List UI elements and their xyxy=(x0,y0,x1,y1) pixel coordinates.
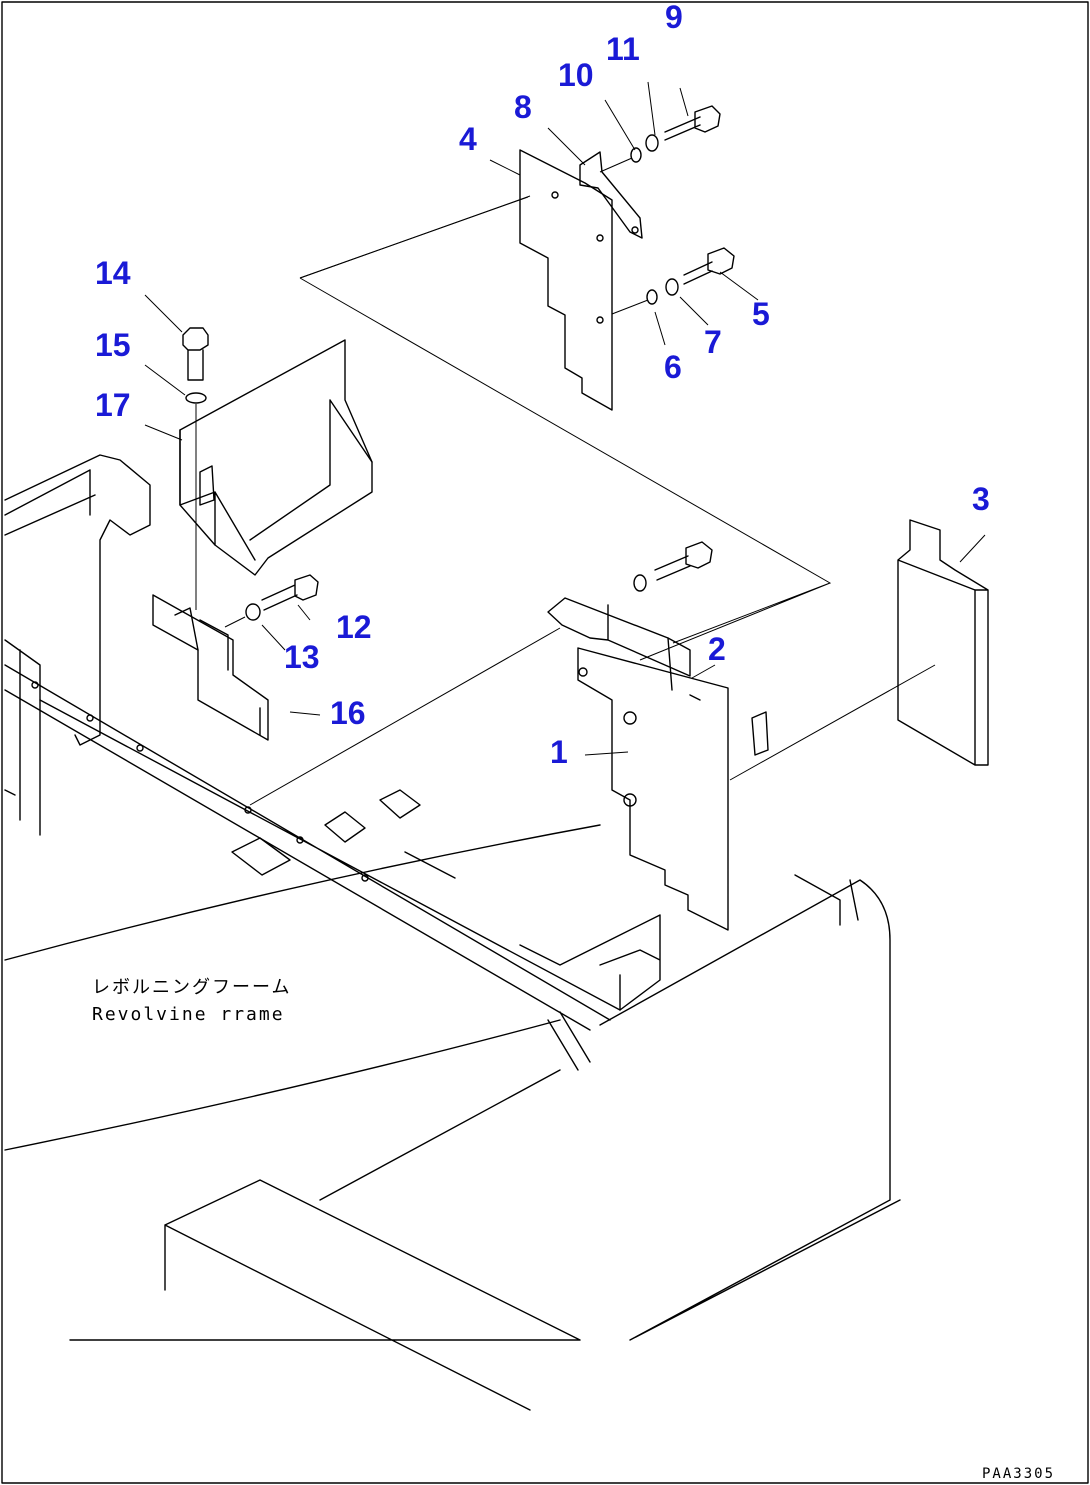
bolt-14 xyxy=(182,327,209,381)
part-1-slot xyxy=(689,694,701,701)
bolt-12 xyxy=(261,574,319,611)
frame-outline xyxy=(4,824,901,1411)
callout-4: 4 xyxy=(459,121,477,157)
washer-11 xyxy=(645,134,659,152)
part-8-bracket xyxy=(579,151,643,239)
callout-8: 8 xyxy=(514,89,532,125)
washer-15 xyxy=(185,392,207,404)
part-2-clip xyxy=(751,711,769,756)
part-4-plate xyxy=(519,149,613,411)
rail-hole xyxy=(31,681,39,689)
part-3-panel xyxy=(897,519,989,766)
callout-14: 14 xyxy=(95,255,131,291)
part-4-hole xyxy=(551,191,559,199)
axis-line xyxy=(599,157,633,173)
washer-6 xyxy=(646,289,658,305)
part-17-bracket xyxy=(179,339,373,576)
callout-2: 2 xyxy=(708,631,726,667)
bolt-9-shaft xyxy=(664,116,701,141)
part-1-bolt xyxy=(654,541,713,581)
part-4-hole xyxy=(596,234,604,242)
part-17-detail xyxy=(179,399,373,561)
rail-hole xyxy=(244,806,252,814)
part-4-hole xyxy=(596,316,604,324)
bolt-5-head xyxy=(707,247,735,275)
callout-11: 11 xyxy=(606,31,640,67)
washer-10 xyxy=(630,147,642,163)
leader-lines xyxy=(144,81,986,756)
callout-16: 16 xyxy=(330,695,366,731)
frame-left-structure xyxy=(4,454,151,836)
part-1-flange xyxy=(547,597,691,691)
bolt-9-head xyxy=(694,105,721,133)
callout-3: 3 xyxy=(972,481,990,517)
assembly-plane xyxy=(249,196,832,806)
part-1-hole xyxy=(623,793,637,807)
frame-rail xyxy=(4,664,621,1031)
part-16-bracket xyxy=(152,594,269,741)
rail-hole xyxy=(296,836,304,844)
callout-7: 7 xyxy=(704,324,722,360)
leader-3-line xyxy=(729,664,936,781)
frame-label-en: Revolvine rrame xyxy=(92,1004,285,1025)
callout-13: 13 xyxy=(284,639,320,675)
rail-hole xyxy=(136,744,144,752)
callout-10: 10 xyxy=(558,57,594,93)
rail-hole xyxy=(361,874,369,882)
part-8-hole xyxy=(631,226,639,234)
callout-9: 9 xyxy=(665,0,683,35)
callout-1: 1 xyxy=(550,734,568,770)
part-16-detail xyxy=(174,607,261,736)
part-1-plate xyxy=(577,647,729,931)
axis-line xyxy=(224,616,246,628)
washer-13 xyxy=(245,603,261,621)
frame-break-lines xyxy=(547,1011,591,1071)
frame-label-jp: レボルニングフーーム xyxy=(92,977,291,998)
drawing-code: PAA3305 xyxy=(982,1466,1055,1482)
callout-15: 15 xyxy=(95,327,131,363)
part-1-hole xyxy=(578,667,588,677)
callout-12: 12 xyxy=(336,609,372,645)
part-1-washer xyxy=(633,574,647,592)
rail-hole xyxy=(86,714,94,722)
callout-6: 6 xyxy=(664,349,682,385)
axis-line xyxy=(611,299,649,315)
washer-7 xyxy=(665,278,679,296)
callout-17: 17 xyxy=(95,387,131,423)
callout-5: 5 xyxy=(752,296,770,332)
part-1-hole xyxy=(623,711,637,725)
frame-inner-blocks xyxy=(231,789,661,1011)
